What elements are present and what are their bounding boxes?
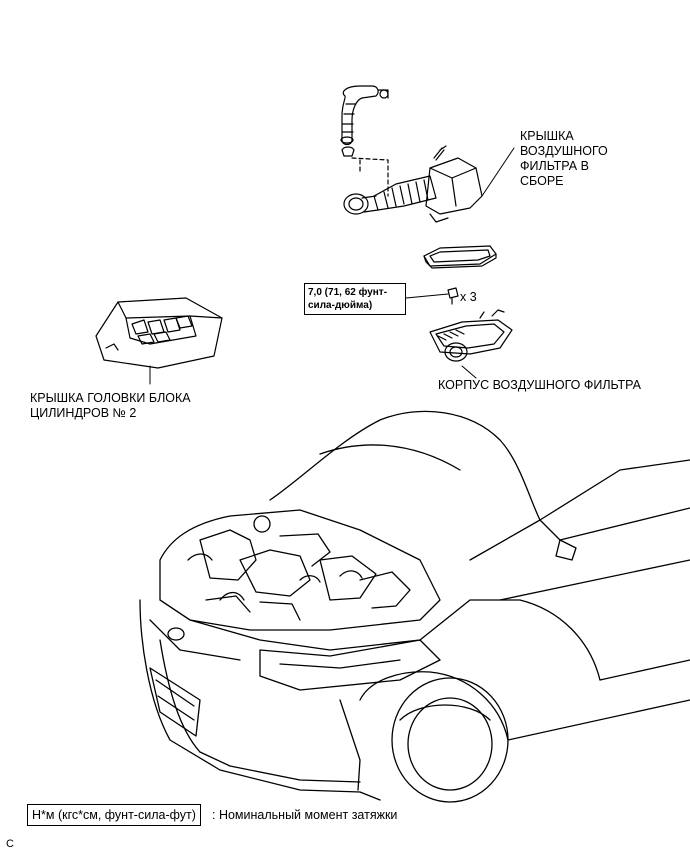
air-cleaner-cap-icon (343, 145, 483, 223)
air-filter-element-icon (423, 245, 497, 269)
torque-spec-box: 7,0 (71, 62 фунт- сила-дюйма) (304, 283, 406, 315)
leader-case (461, 365, 477, 379)
cylinder-head-cover-label: КРЫШКА ГОЛОВКИ БЛОКА ЦИЛИНДРОВ № 2 (30, 391, 191, 420)
air-cleaner-cap-label: КРЫШКА ВОЗДУШНОГО ФИЛЬТРА В СБОРЕ (520, 129, 608, 188)
leader-cap (481, 147, 515, 197)
vehicle-icon (139, 410, 690, 803)
air-cleaner-case-label: КОРПУС ВОЗДУШНОГО ФИЛЬТРА (438, 378, 641, 392)
cylinder-head-cover-icon (95, 297, 223, 369)
hose-connection-dashline (351, 157, 389, 197)
leader-torque (405, 293, 449, 299)
torque-legend-description: : Номинальный момент затяжки (212, 808, 398, 822)
air-cleaner-case-icon (429, 309, 513, 362)
bolt-quantity: x 3 (460, 290, 477, 304)
bolt-icon (447, 287, 459, 305)
torque-unit-legend-box: Н*м (кгс*см, фунт-сила-фут) (27, 804, 201, 826)
corner-mark: C (6, 838, 14, 850)
intake-hose-icon (340, 85, 389, 157)
